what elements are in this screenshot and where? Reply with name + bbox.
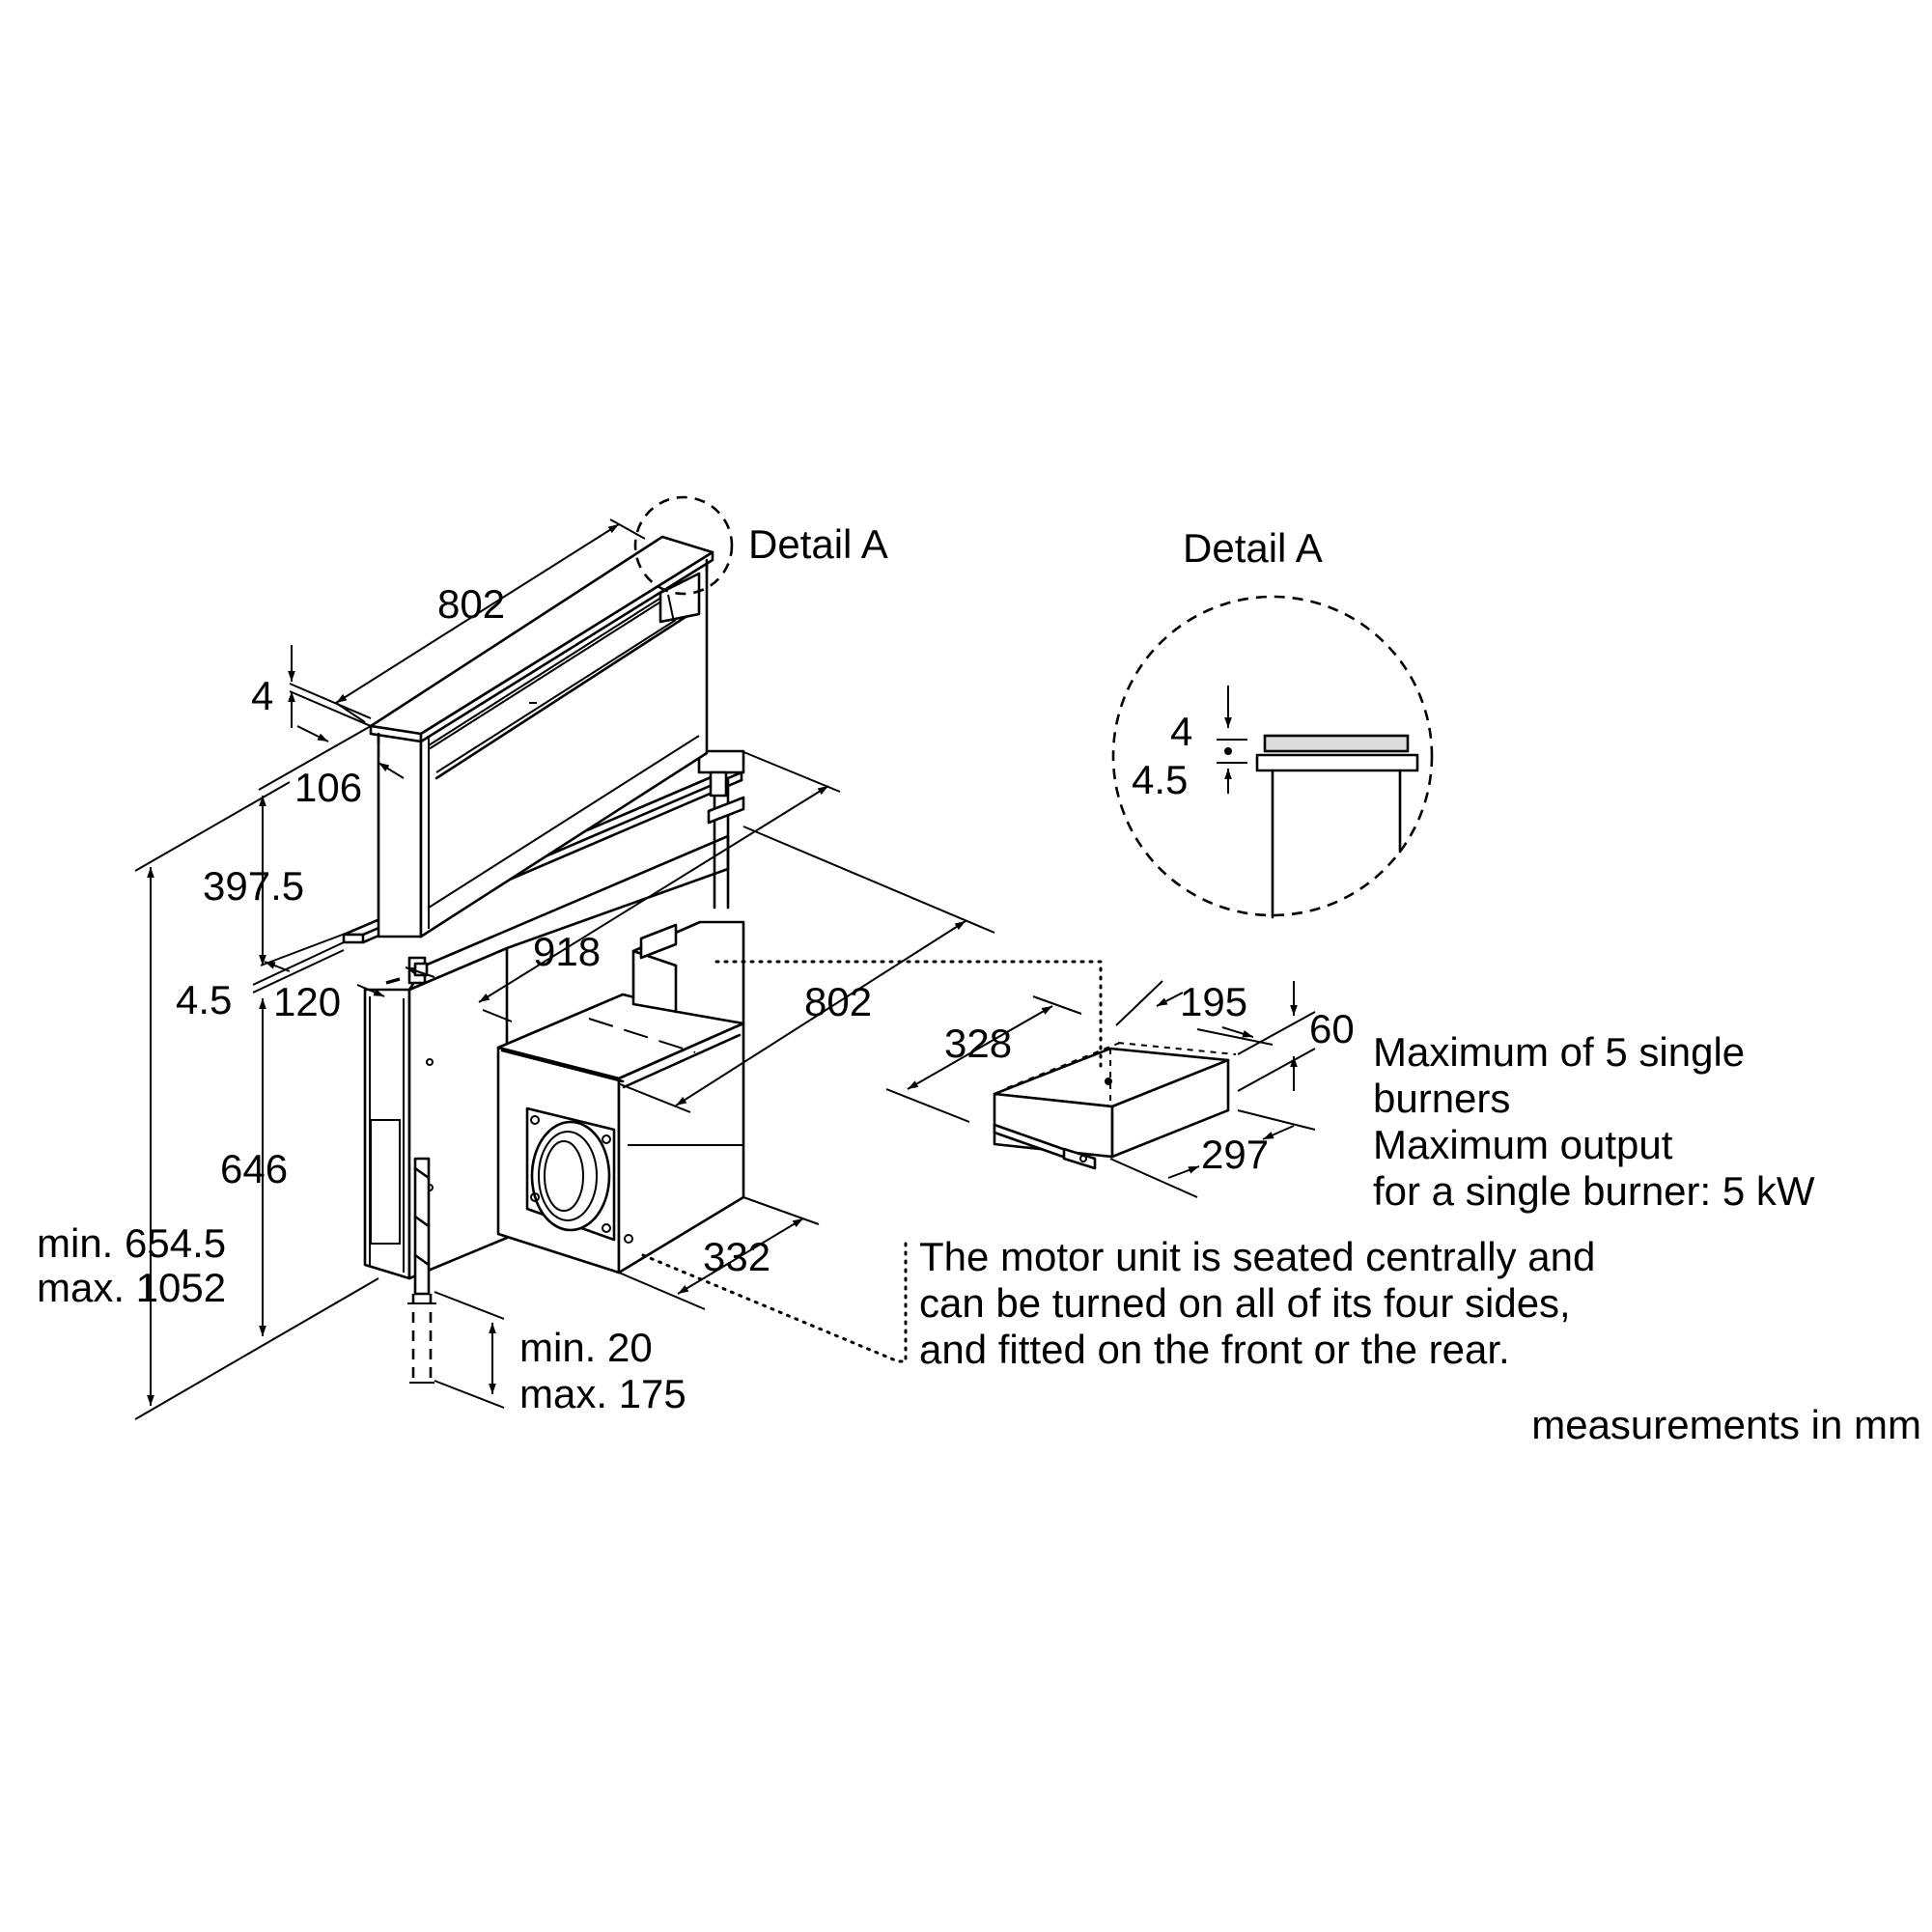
detail-glass-strip bbox=[1263, 734, 1410, 753]
detail-a-circle bbox=[1111, 595, 1434, 917]
motor-unit-drawing bbox=[885, 980, 1316, 1198]
dim-cutout-width: 918 bbox=[533, 929, 601, 974]
dim-bracket-max: max. 175 bbox=[519, 1371, 686, 1416]
dim-glass-thickness: 4 bbox=[251, 673, 273, 718]
note-motor-line3: and fitted on the front or the rear. bbox=[919, 1327, 1510, 1372]
note-burners-line2: burners bbox=[1373, 1076, 1510, 1121]
motor-box-top bbox=[631, 920, 745, 1025]
dim-motor-depth: 332 bbox=[703, 1234, 770, 1279]
fan-flange bbox=[525, 1106, 616, 1242]
main-dimension-lines bbox=[134, 518, 995, 1420]
burner-notes: Maximum of 5 single burners Maximum outp… bbox=[1373, 1029, 1815, 1214]
detail-a-main-label: Detail A bbox=[748, 521, 888, 567]
detail-dim-frame: 4.5 bbox=[1132, 757, 1188, 802]
units-note: measurements in mm bbox=[1531, 1402, 1921, 1447]
detail-frame-rim bbox=[1255, 753, 1419, 772]
dim-housing-height: 646 bbox=[220, 1146, 288, 1191]
dim-top-depth: 106 bbox=[294, 765, 362, 810]
motor-dim-width: 195 bbox=[1180, 979, 1247, 1024]
note-output-line2: for a single burner: 5 kW bbox=[1373, 1168, 1815, 1214]
note-burners-line1: Maximum of 5 single bbox=[1373, 1029, 1745, 1075]
dim-total-height-max: max. 1052 bbox=[37, 1265, 226, 1310]
note-motor-line1: The motor unit is seated centrally and bbox=[919, 1234, 1595, 1279]
leader-motor-unit bbox=[714, 960, 1103, 1074]
mounting-bracket-left bbox=[385, 956, 429, 985]
adjustable-foot bbox=[407, 1157, 436, 1384]
detail-a-callout-circle bbox=[633, 495, 734, 596]
dim-total-height-min: min. 654.5 bbox=[37, 1220, 226, 1266]
dim-bracket-min: min. 20 bbox=[519, 1325, 653, 1370]
dim-lift-height: 397.5 bbox=[203, 863, 304, 909]
motor-dim-depth: 297 bbox=[1201, 1132, 1269, 1177]
motor-dim-length: 328 bbox=[944, 1021, 1012, 1066]
detail-a-title: Detail A bbox=[1183, 525, 1323, 571]
dim-top-width: 802 bbox=[437, 581, 505, 627]
note-output-line1: Maximum output bbox=[1373, 1122, 1673, 1167]
leader-motor-note bbox=[641, 1242, 908, 1363]
motor-dim-height: 60 bbox=[1309, 1006, 1355, 1051]
motor-notes: The motor unit is seated centrally and c… bbox=[919, 1234, 1595, 1372]
dim-frame-depth: 120 bbox=[273, 979, 341, 1024]
dim-frame-thickness: 4.5 bbox=[176, 977, 232, 1022]
detail-a-view: Detail A 4 4.5 bbox=[1111, 525, 1434, 919]
dim-housing-width: 802 bbox=[804, 979, 872, 1024]
note-motor-line2: can be turned on all of its four sides, bbox=[919, 1280, 1571, 1326]
detail-dim-glass: 4 bbox=[1170, 709, 1192, 754]
